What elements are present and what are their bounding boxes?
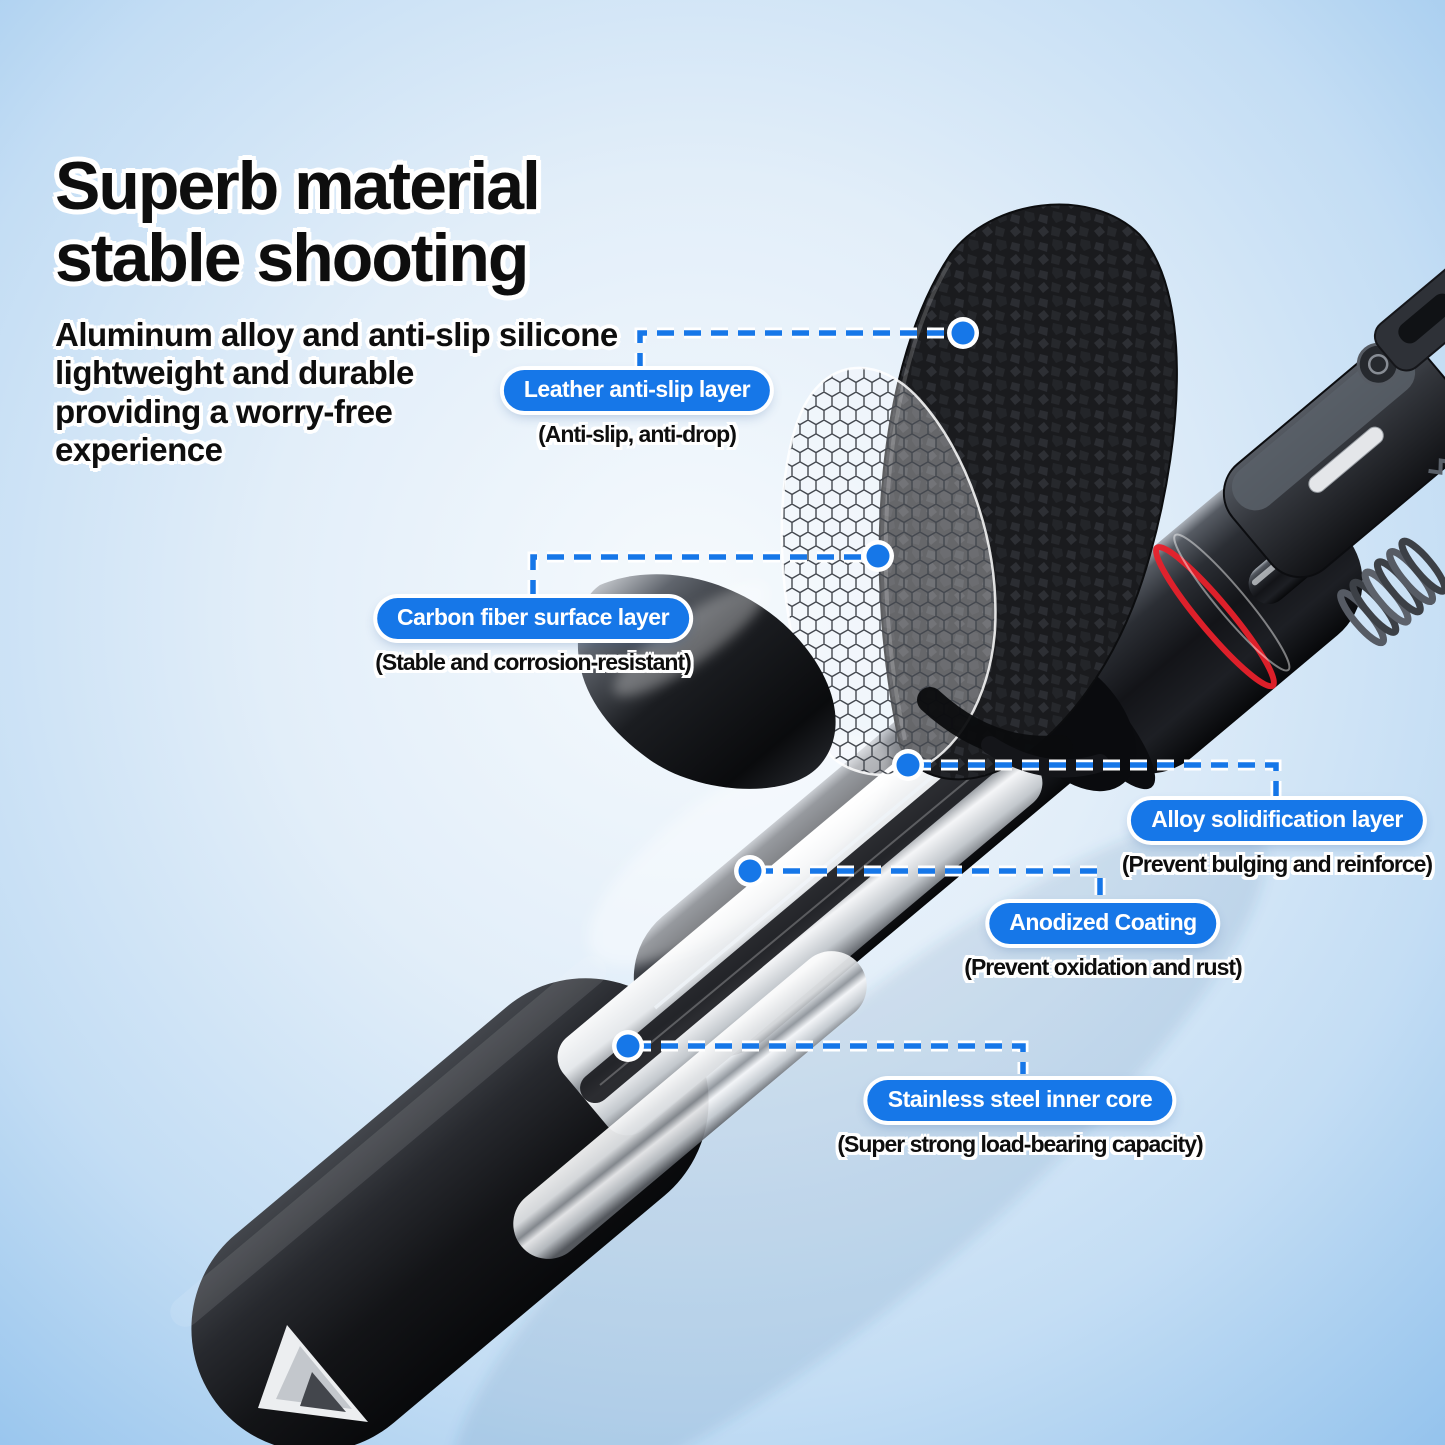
leader-anodized-casing: [756, 865, 1106, 899]
callout-anodized: Anodized Coating (Prevent oxidation and …: [964, 903, 1243, 981]
clamp-arm: [1373, 263, 1445, 372]
callout-leather-desc: (Anti-slip, anti-drop): [538, 421, 737, 447]
subtitle-line-1: Aluminum alloy and anti-slip silicone: [55, 316, 618, 354]
callout-stainless-pill: Stainless steel inner core: [867, 1080, 1173, 1121]
callout-stainless-desc: (Super strong load-bearing capacity): [837, 1131, 1203, 1157]
callout-alloy-pill: Alloy solidification layer: [1131, 800, 1423, 841]
leader-leather: [637, 330, 958, 370]
callout-carbon: Carbon fiber surface layer (Stable and c…: [375, 598, 692, 676]
header-block: Superb material stable shooting Aluminum…: [55, 150, 618, 469]
callout-alloy: Alloy solidification layer (Prevent bulg…: [1121, 800, 1433, 878]
callout-anodized-desc: (Prevent oxidation and rust): [964, 954, 1242, 980]
ghost-layer: [588, 734, 892, 966]
dot-carbon: [866, 544, 890, 568]
stick-shadow: [451, 817, 1266, 1445]
title-line-1: Superb material: [55, 148, 541, 224]
callout-stainless: Stainless steel inner core (Super strong…: [837, 1080, 1204, 1158]
red-accent-ring: [1152, 544, 1277, 690]
callout-leather-pill: Leather anti-slip layer: [503, 370, 771, 411]
page-title: Superb material stable shooting: [55, 150, 618, 294]
leader-alloy: [914, 762, 1279, 797]
leader-stainless: [634, 1043, 1026, 1074]
tube-edge-highlight-2: [599, 744, 1011, 1086]
stainless-core-band: [513, 951, 867, 1259]
leader-alloy-casing: [914, 759, 1282, 797]
head-serration: [1428, 439, 1445, 475]
leader-carbon: [530, 554, 872, 597]
subtitle-line-2: lightweight and durable: [55, 354, 414, 392]
callout-anodized-pill: Anodized Coating: [989, 903, 1217, 944]
stainless-core-cutaway: [557, 704, 1043, 1136]
subtitle-line-4: experience: [55, 430, 223, 468]
callout-alloy-desc: (Prevent bulging and reinforce): [1121, 851, 1433, 877]
callout-dots: [612, 317, 979, 1062]
leader-stainless-casing: [634, 1040, 1029, 1074]
subtitle-line-3: providing a worry-free: [55, 392, 393, 430]
callout-carbon-pill: Carbon fiber surface layer: [376, 598, 690, 639]
dot-anodized: [738, 859, 762, 883]
leader-carbon-casing: [527, 551, 872, 597]
title-line-2: stable shooting: [55, 220, 529, 297]
dot-leather: [951, 321, 975, 345]
leader-anodized: [756, 868, 1103, 899]
head-slot: [1308, 426, 1384, 493]
callout-carbon-desc: (Stable and corrosion-resistant): [375, 649, 692, 675]
spring-coil: [1337, 537, 1445, 647]
dot-stainless: [616, 1034, 640, 1058]
callout-leather: Leather anti-slip layer (Anti-slip, anti…: [503, 370, 771, 448]
handle-logo: [258, 1325, 368, 1422]
dot-alloy: [896, 753, 920, 777]
page-subtitle: Aluminum alloy and anti-slip silicone li…: [55, 316, 618, 469]
leader-leather-casing: [634, 327, 958, 370]
